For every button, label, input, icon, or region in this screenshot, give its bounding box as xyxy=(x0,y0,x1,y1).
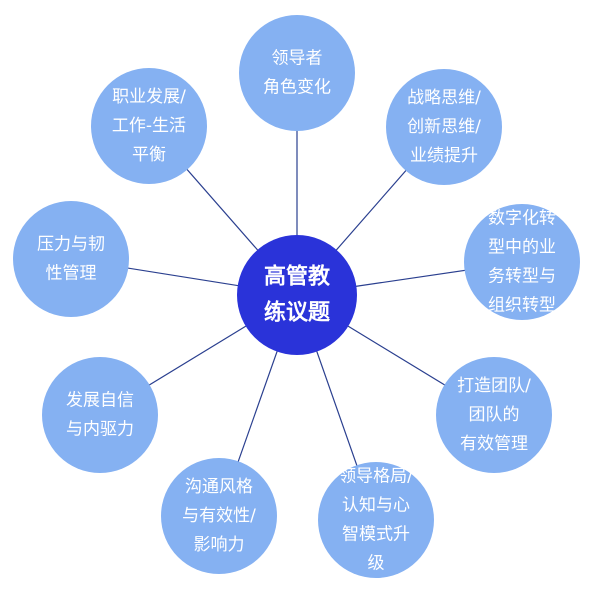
topic-label: 认知与心 xyxy=(342,496,410,516)
hub-circle xyxy=(237,235,357,355)
topic-label: 务转型与 xyxy=(488,267,556,287)
topic-label: 数字化转 xyxy=(488,209,556,229)
topic-label: 与内驱力 xyxy=(66,420,134,440)
topic-label: 性管理 xyxy=(46,264,97,284)
topic-label: 智模式升 xyxy=(342,525,410,545)
topic-label: 型中的业 xyxy=(488,238,556,258)
topic-label: 业绩提升 xyxy=(410,146,478,166)
topic-label: 团队的 xyxy=(469,405,520,425)
topic-label: 职业发展/ xyxy=(112,87,186,107)
topic-circle xyxy=(91,68,207,184)
topic-circle xyxy=(161,458,277,574)
topic-label: 领导格局/ xyxy=(339,467,413,487)
topic-label: 有效管理 xyxy=(460,434,528,454)
topic-circle xyxy=(42,357,158,473)
topic-label: 战略思维/ xyxy=(407,88,481,108)
topic-label: 发展自信 xyxy=(66,391,134,411)
topic-label: 与有效性/ xyxy=(182,506,256,526)
topic-label: 角色变化 xyxy=(263,78,331,98)
topic-label: 组织转型 xyxy=(488,296,556,316)
topic-label: 沟通风格 xyxy=(185,477,253,497)
topic-label: 领导者 xyxy=(272,49,323,69)
topic-label: 级 xyxy=(368,554,385,574)
topic-circle xyxy=(436,357,552,473)
topic-label: 压力与韧 xyxy=(37,235,105,255)
topic-circle xyxy=(464,204,580,320)
topic-label: 工作-生活 xyxy=(112,116,186,136)
topic-circle xyxy=(386,69,502,185)
hub-title: 练议题 xyxy=(264,300,331,326)
topic-circle xyxy=(239,15,355,131)
topic-label: 影响力 xyxy=(194,535,245,555)
topic-nodes: 领导者角色变化战略思维/创新思维/业绩提升数字化转型中的业务转型与组织转型打造团… xyxy=(13,15,580,578)
topic-label: 平衡 xyxy=(132,145,166,165)
topic-label: 打造团队/ xyxy=(457,376,531,396)
topic-label: 创新思维/ xyxy=(407,117,481,137)
topic-circle xyxy=(13,201,129,317)
topic-node: 战略思维/创新思维/业绩提升 xyxy=(386,69,502,185)
topic-circle xyxy=(318,462,434,578)
hub-title: 高管教 xyxy=(264,264,331,290)
